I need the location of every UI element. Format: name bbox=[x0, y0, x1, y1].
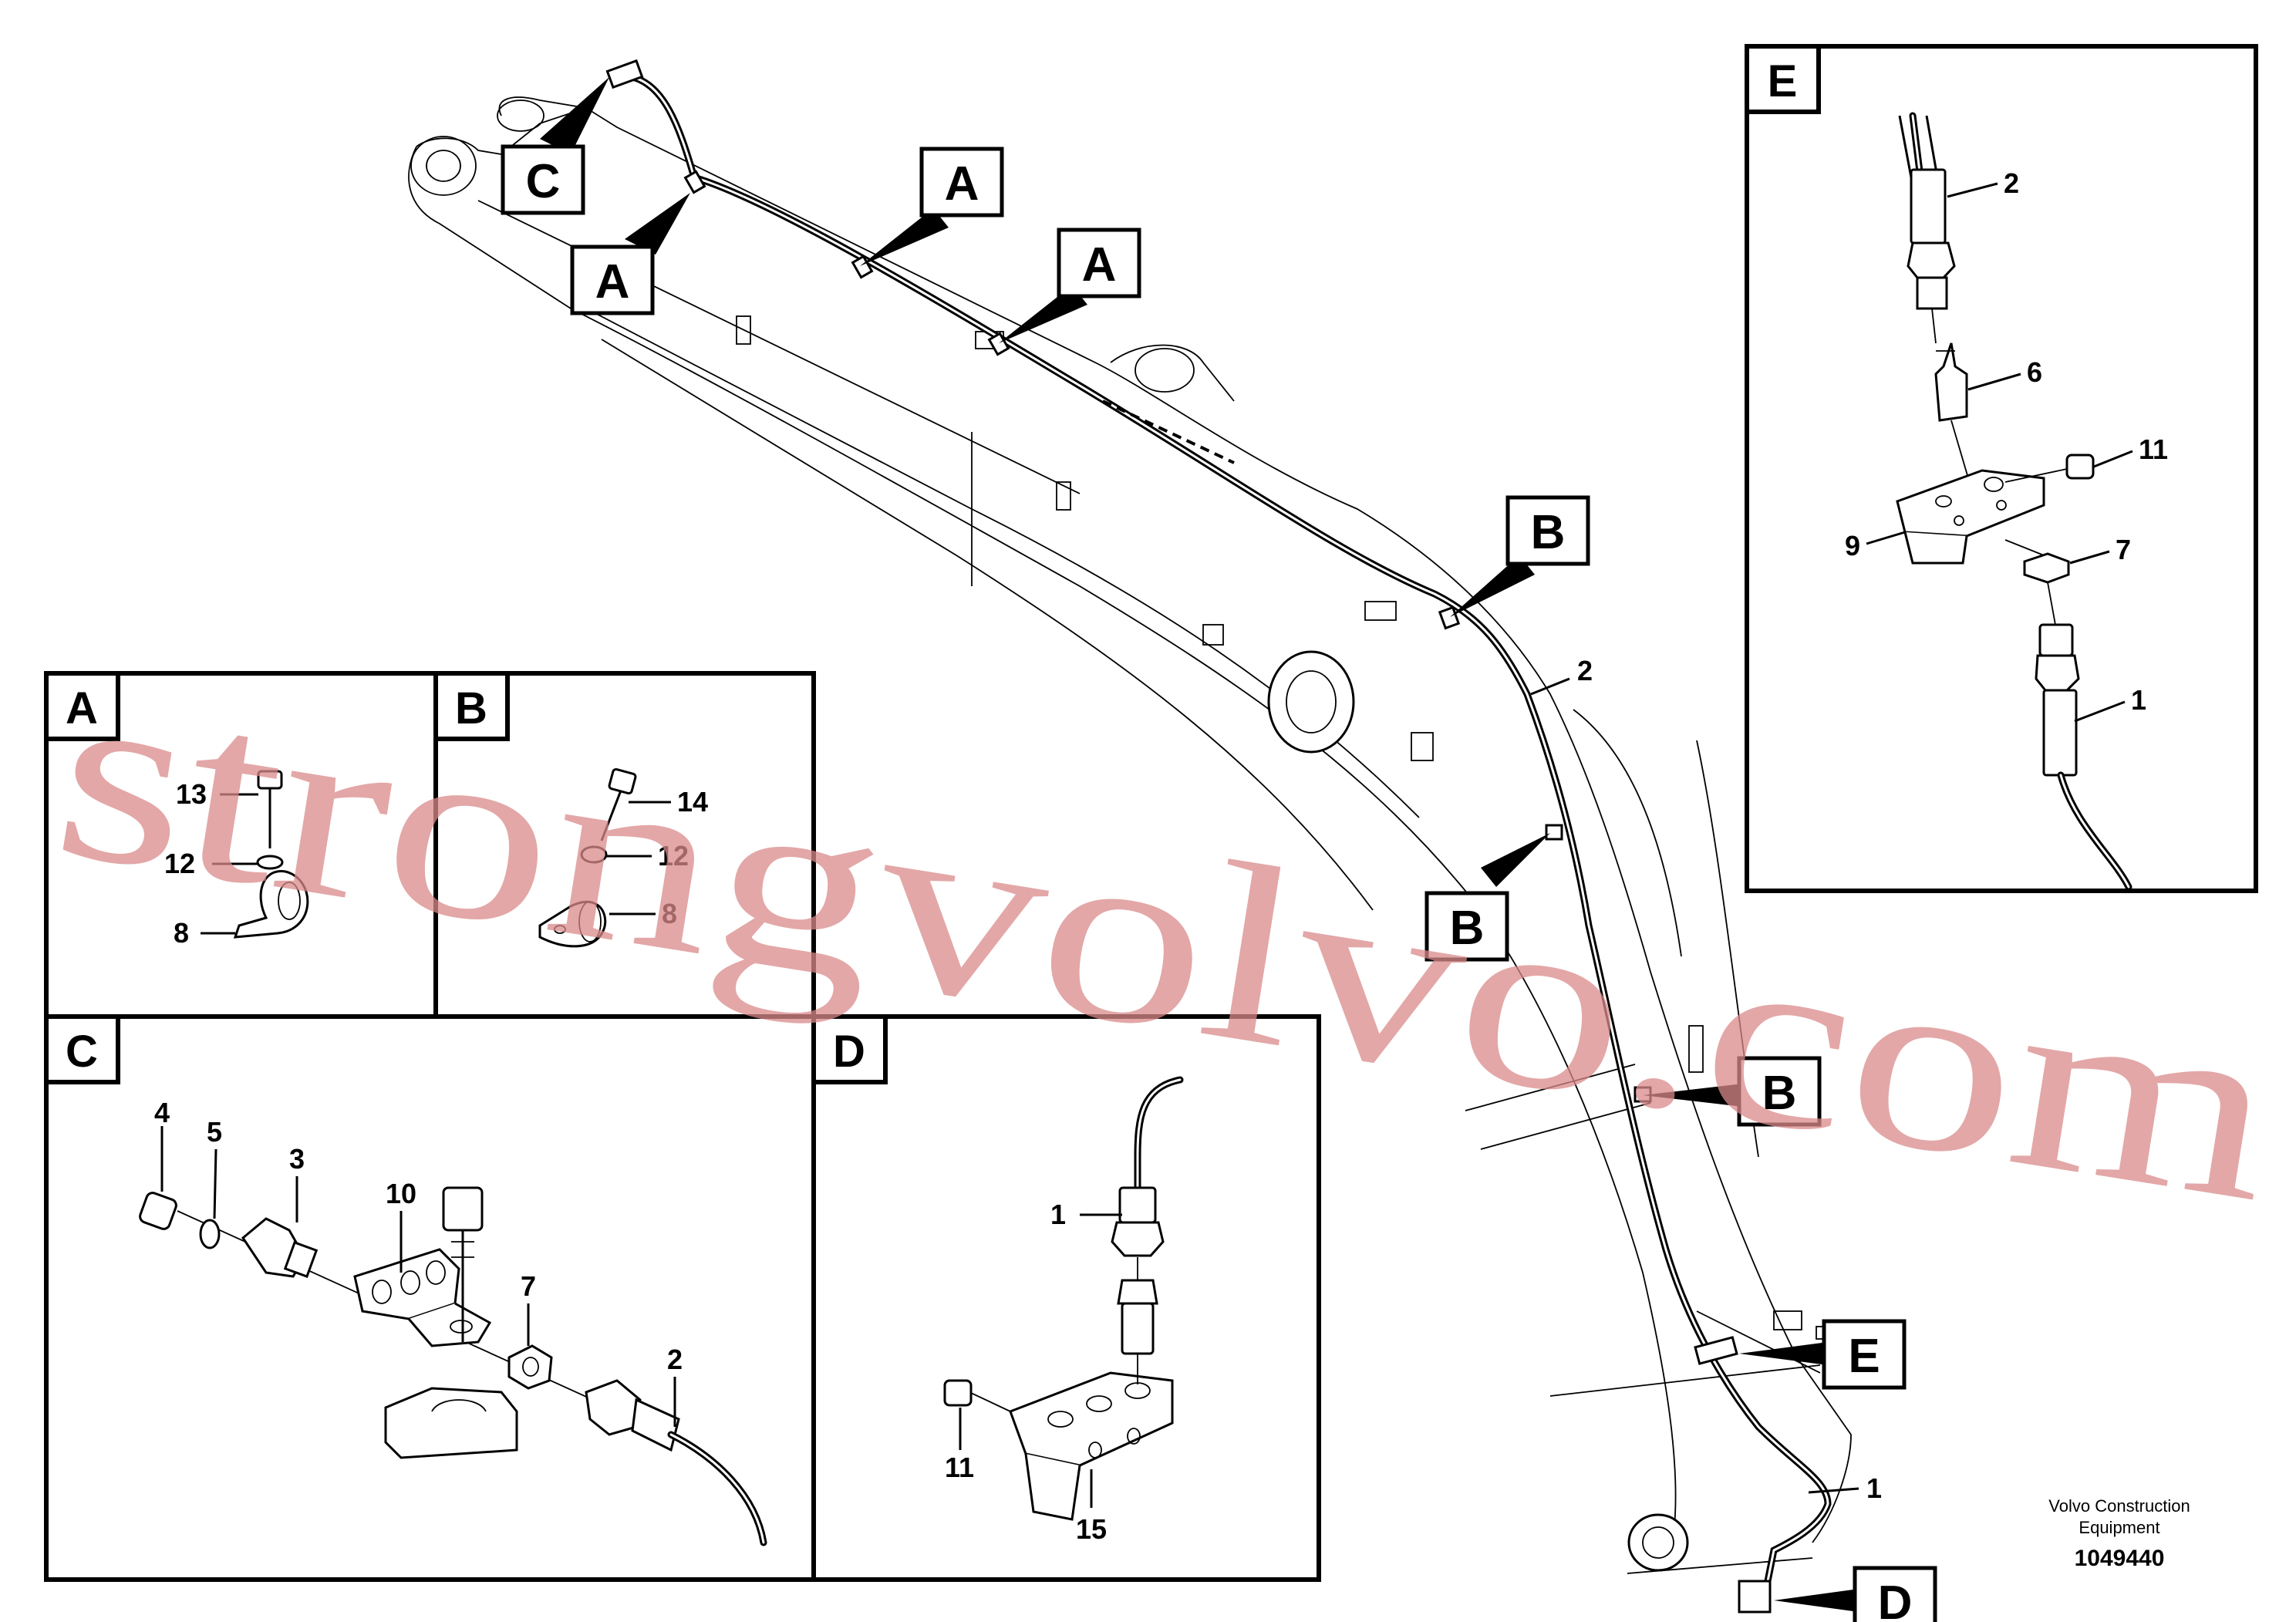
svg-text:7: 7 bbox=[521, 1270, 536, 1302]
callout-d-main[interactable]: D bbox=[1774, 1566, 1937, 1622]
svg-text:8: 8 bbox=[662, 898, 677, 929]
callout-label: A bbox=[595, 255, 630, 309]
label-11d: 11 bbox=[945, 1408, 974, 1483]
callout-label: B bbox=[1762, 1067, 1797, 1120]
svg-text:1: 1 bbox=[2131, 684, 2146, 716]
callout-label: B bbox=[1450, 902, 1485, 955]
footer-block: Volvo Construction Equipment 1049440 bbox=[2048, 1496, 2190, 1571]
detail-box-d: D 1 11 15 bbox=[811, 1014, 1321, 1582]
callout-b-main-1[interactable]: B bbox=[1450, 495, 1590, 617]
callout-a-main-1[interactable]: A bbox=[570, 193, 690, 315]
svg-text:9: 9 bbox=[1845, 530, 1860, 561]
label-7e: 7 bbox=[2069, 534, 2131, 565]
main-label-2: 2 bbox=[1530, 655, 1593, 696]
svg-text:12: 12 bbox=[658, 840, 689, 872]
callout-label: A bbox=[1082, 238, 1117, 292]
svg-text:8: 8 bbox=[174, 917, 189, 949]
callout-label: A bbox=[945, 157, 979, 211]
maker-line-1: Volvo Construction bbox=[2048, 1496, 2190, 1516]
callout-label: E bbox=[1848, 1330, 1880, 1383]
svg-text:11: 11 bbox=[945, 1452, 974, 1483]
svg-text:1: 1 bbox=[1866, 1472, 1882, 1504]
label-1d: 1 bbox=[1050, 1199, 1122, 1230]
svg-text:3: 3 bbox=[289, 1143, 305, 1175]
svg-text:10: 10 bbox=[386, 1178, 416, 1209]
svg-text:4: 4 bbox=[154, 1097, 170, 1128]
label-4: 4 bbox=[154, 1097, 170, 1192]
svg-text:14: 14 bbox=[677, 786, 708, 818]
drawing-number: 1049440 bbox=[2075, 1546, 2165, 1571]
callout-label: B bbox=[1531, 506, 1566, 559]
label-10: 10 bbox=[386, 1178, 416, 1273]
callout-a-main-3[interactable]: A bbox=[999, 228, 1141, 343]
detail-tag: B bbox=[455, 683, 487, 733]
label-8: 8 bbox=[174, 917, 235, 949]
label-8b: 8 bbox=[609, 898, 677, 929]
svg-text:2: 2 bbox=[667, 1344, 683, 1375]
svg-text:5: 5 bbox=[207, 1116, 222, 1148]
maker-line-2: Equipment bbox=[2079, 1518, 2159, 1537]
callout-b-main-3[interactable]: B bbox=[1643, 1056, 1822, 1127]
detail-tag: C bbox=[66, 1027, 98, 1077]
label-9: 9 bbox=[1845, 530, 1906, 561]
svg-text:15: 15 bbox=[1076, 1513, 1107, 1545]
label-12: 12 bbox=[164, 848, 258, 879]
svg-text:2: 2 bbox=[2004, 167, 2019, 199]
label-2c: 2 bbox=[667, 1344, 683, 1427]
svg-text:12: 12 bbox=[164, 848, 195, 879]
label-12b: 12 bbox=[606, 840, 689, 872]
detail-tag: E bbox=[1768, 56, 1798, 106]
svg-text:7: 7 bbox=[2116, 534, 2131, 565]
label-7: 7 bbox=[521, 1270, 536, 1346]
boom-drawing bbox=[408, 59, 1852, 1614]
label-5: 5 bbox=[207, 1116, 222, 1219]
label-15: 15 bbox=[1076, 1469, 1107, 1545]
detail-tag: A bbox=[66, 683, 98, 733]
svg-text:1: 1 bbox=[1050, 1199, 1066, 1230]
detail-box-c: C 4 bbox=[44, 1014, 816, 1582]
label-3: 3 bbox=[289, 1143, 305, 1222]
callout-label: D bbox=[1878, 1576, 1913, 1622]
label-11e: 11 bbox=[2093, 433, 2168, 468]
callout-e-main[interactable]: E bbox=[1739, 1319, 1907, 1390]
label-14: 14 bbox=[629, 786, 708, 818]
callout-a-main-2[interactable]: A bbox=[860, 147, 1004, 266]
svg-text:11: 11 bbox=[2139, 433, 2168, 465]
callout-label: C bbox=[526, 155, 561, 208]
callout-b-main-2[interactable]: B bbox=[1424, 833, 1550, 962]
watermark: strongvolvo.com bbox=[40, 627, 2293, 1255]
svg-text:6: 6 bbox=[2027, 356, 2042, 388]
callout-c-main[interactable]: C bbox=[501, 77, 609, 215]
svg-text:13: 13 bbox=[176, 778, 207, 810]
label-2e: 2 bbox=[1947, 167, 2019, 199]
detail-box-e: E 2 bbox=[1745, 44, 2258, 893]
svg-text:2: 2 bbox=[1577, 655, 1593, 686]
label-13: 13 bbox=[176, 778, 258, 810]
detail-tag: D bbox=[833, 1027, 865, 1077]
label-6: 6 bbox=[1967, 356, 2042, 391]
label-1e: 1 bbox=[2074, 684, 2146, 723]
main-label-1: 1 bbox=[1808, 1472, 1882, 1504]
detail-box-b: B 14 12 8 bbox=[433, 671, 816, 1019]
